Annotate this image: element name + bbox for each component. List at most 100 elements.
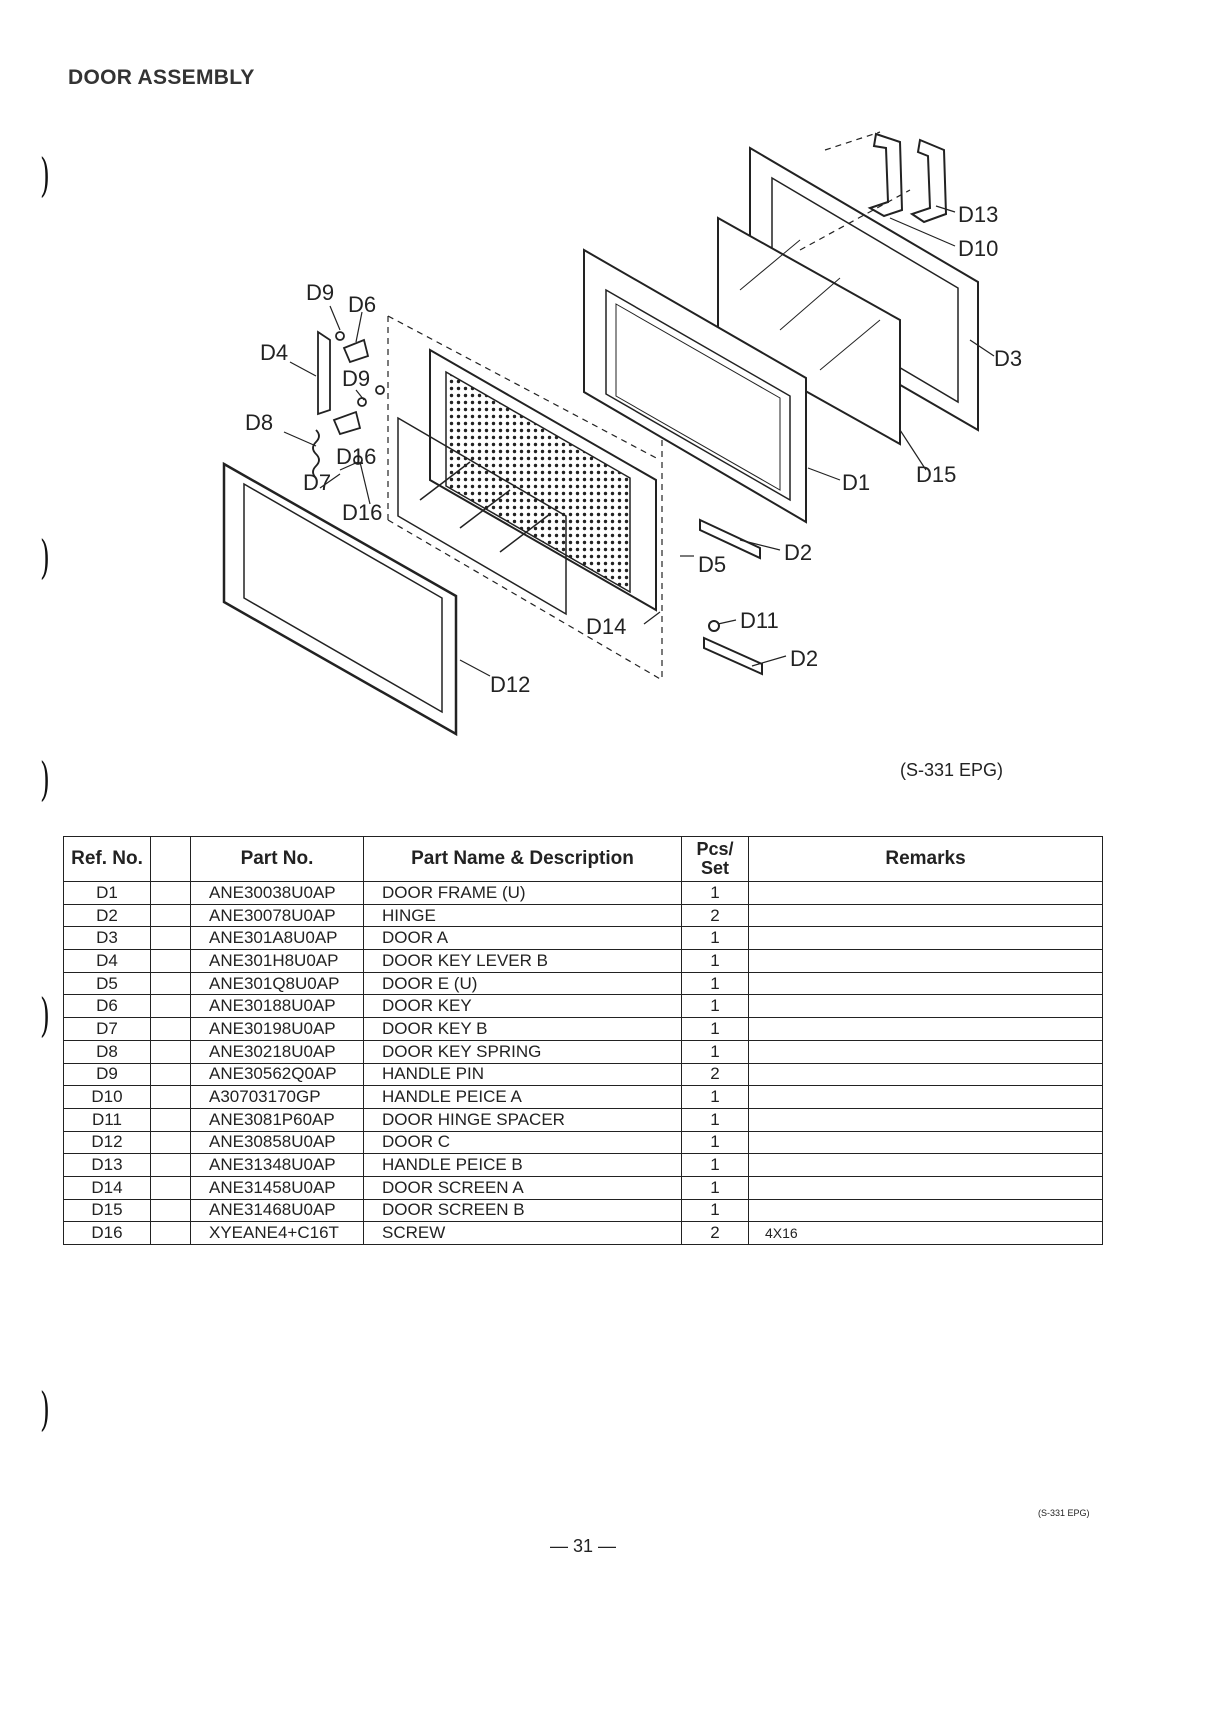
part-no-cell: ANE3081P60AP (190, 1107, 364, 1132)
pcs-cell: 1 (681, 881, 749, 905)
part-name-cell: DOOR HINGE SPACER (363, 1107, 682, 1132)
ref-cell: D12 (63, 1130, 151, 1155)
blank-cell (150, 903, 191, 928)
page-title: DOOR ASSEMBLY (68, 66, 255, 89)
pcs-cell: 1 (681, 1198, 749, 1223)
callout-d6: D6 (348, 292, 376, 317)
callout-d1: D1 (842, 470, 870, 495)
part-no-cell: ANE30188U0AP (190, 994, 364, 1019)
part-no-cell: ANE30858U0AP (190, 1130, 364, 1155)
ref-cell: D13 (63, 1153, 151, 1177)
pcs-cell: 1 (681, 926, 749, 951)
pcs-cell: 1 (681, 971, 749, 996)
callout-d8: D8 (245, 410, 273, 435)
ref-cell: D3 (63, 926, 151, 951)
part-name-cell: DOOR KEY (363, 994, 682, 1019)
blank-cell (150, 1017, 191, 1041)
ref-cell: D16 (63, 1221, 151, 1245)
part-no-cell: XYEANE4+C16T (190, 1221, 364, 1245)
blank-cell (150, 1198, 191, 1223)
ref-cell: D6 (63, 994, 151, 1019)
blank-cell (150, 926, 191, 951)
part-name-cell: SCREW (363, 1221, 682, 1245)
blank-cell (150, 881, 191, 905)
pcs-cell: 1 (681, 1039, 749, 1064)
part-no-cell: ANE301Q8U0AP (190, 971, 364, 996)
callout-d4: D4 (260, 340, 288, 365)
callout-d13: D13 (958, 202, 998, 227)
callout-d10: D10 (958, 236, 998, 261)
pcs-cell: 1 (681, 1175, 749, 1200)
blank-cell (150, 1039, 191, 1064)
remarks-cell (748, 949, 1103, 973)
model-caption: (S-331 EPG) (900, 760, 1004, 780)
blank-cell (150, 1153, 191, 1177)
binder-hole-mark: ) (40, 530, 50, 584)
pcs-cell: 1 (681, 1130, 749, 1155)
ref-cell: D11 (63, 1107, 151, 1132)
callout-d15: D15 (916, 462, 956, 487)
remarks-cell (748, 881, 1103, 905)
remarks-cell (748, 1017, 1103, 1041)
door-key-parts (312, 330, 385, 479)
part-no-cell: ANE30218U0AP (190, 1039, 364, 1064)
part-name-cell: DOOR C (363, 1130, 682, 1155)
ref-cell: D5 (63, 971, 151, 996)
binder-hole-mark: ) (40, 148, 50, 202)
glass-sheet (397, 416, 567, 616)
part-name-cell: DOOR FRAME (U) (363, 881, 682, 905)
remarks-cell (748, 1175, 1103, 1200)
part-no-cell: ANE30078U0AP (190, 903, 364, 928)
pcs-cell: 2 (681, 1221, 749, 1245)
pcs-cell: 1 (681, 1085, 749, 1109)
assembly-guide-lines (387, 131, 911, 681)
blank-cell (150, 1221, 191, 1245)
header-blank (150, 836, 191, 882)
remarks-cell: 4X16 (748, 1221, 1103, 1245)
blank-cell (150, 971, 191, 996)
part-name-cell: DOOR KEY B (363, 1017, 682, 1041)
binder-hole-mark: ) (40, 988, 50, 1042)
door-screen-b (717, 216, 901, 446)
page-number: — 31 — (550, 1536, 617, 1556)
exploded-door-diagram: D9 D6 D4 D9 D8 D16 D7 D16 D13 D10 D3 D1 … (222, 131, 1022, 737)
callout-d3: D3 (994, 346, 1022, 371)
blank-cell (150, 1085, 191, 1109)
pcs-cell: 1 (681, 1107, 749, 1132)
ref-cell: D7 (63, 1017, 151, 1041)
remarks-cell (748, 926, 1103, 951)
callout-d16: D16 (342, 500, 382, 525)
ref-cell: D10 (63, 1085, 151, 1109)
binder-hole-mark: ) (40, 752, 50, 806)
part-name-cell: HANDLE PEICE A (363, 1085, 682, 1109)
pcs-cell: 1 (681, 949, 749, 973)
blank-cell (150, 1130, 191, 1155)
callout-d12: D12 (490, 672, 530, 697)
callout-d7: D7 (303, 470, 331, 495)
footer-model-code: (S-331 EPG) (1038, 1508, 1090, 1518)
table-header-row: Ref. No. Part No. Part Name & Descriptio… (63, 836, 1103, 882)
part-no-cell: A30703170GP (190, 1085, 364, 1109)
header-pcs-line2: Set (700, 858, 729, 878)
header-ref-no: Ref. No. (63, 836, 151, 882)
blank-cell (150, 1175, 191, 1200)
part-name-cell: HANDLE PIN (363, 1062, 682, 1087)
pcs-cell: 1 (681, 1153, 749, 1177)
parts-table: Ref. No. Part No. Part Name & Descriptio… (63, 836, 1103, 1245)
ref-cell: D1 (63, 881, 151, 905)
hinges (699, 518, 763, 676)
callout-d14: D14 (586, 614, 626, 639)
remarks-cell (748, 903, 1103, 928)
remarks-cell (748, 1130, 1103, 1155)
door-frame (583, 248, 807, 524)
callout-d5: D5 (698, 552, 726, 577)
